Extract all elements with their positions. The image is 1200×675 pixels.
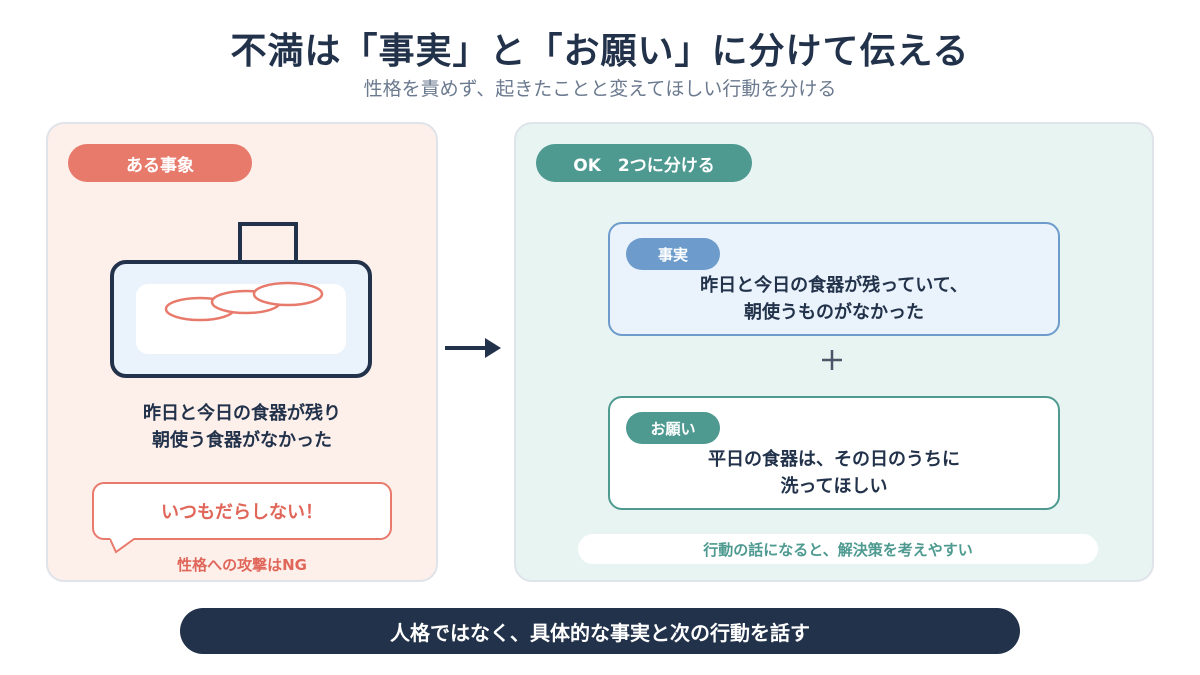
fact-tag: 事実 (626, 238, 720, 270)
warning-note: 性格への攻撃はNG (177, 556, 307, 574)
request-tag: お願い (626, 412, 720, 444)
speech-bubble-tail (110, 538, 135, 554)
request-text-line1: 平日の食器は、その日のうちに (708, 449, 960, 470)
event-panel: ある事象 昨日と今日の食器が残り 朝使う食器がなかった いつもだらしない！ 性格… (46, 122, 438, 582)
fact-text: 昨日と今日の食器が残っていて、 朝使うものがなかった (610, 272, 1058, 326)
summary-bar: 人格ではなく、具体的な事実と次の行動を話す (180, 608, 1020, 654)
bad-remark-bubble: いつもだらしない！ (92, 482, 392, 540)
split-label: OK 2つに分ける (536, 144, 752, 182)
request-text-line2: 洗ってほしい (780, 476, 888, 497)
request-card: お願い 平日の食器は、その日のうちに 洗ってほしい (608, 396, 1060, 510)
event-description: 昨日と今日の食器が残り 朝使う食器がなかった (48, 400, 436, 454)
event-description-line2: 朝使う食器がなかった (152, 430, 332, 451)
hint-bar: 行動の話になると、解決策を考えやすい (578, 534, 1098, 564)
split-panel: OK 2つに分ける 事実 昨日と今日の食器が残っていて、 朝使うものがなかった … (514, 122, 1154, 582)
plus-icon (822, 350, 842, 370)
fact-card: 事実 昨日と今日の食器が残っていて、 朝使うものがなかった (608, 222, 1060, 336)
request-text: 平日の食器は、その日のうちに 洗ってほしい (610, 446, 1058, 500)
event-label: ある事象 (68, 144, 252, 182)
fact-text-line1: 昨日と今日の食器が残っていて、 (700, 275, 968, 296)
page-subtitle: 性格を責めず、起きたことと変えてほしい行動を分ける (363, 78, 837, 100)
event-description-line1: 昨日と今日の食器が残り (143, 403, 341, 424)
fact-text-line2: 朝使うものがなかった (744, 302, 924, 323)
sink-with-dishes-icon (110, 222, 372, 378)
arrow-right-icon (445, 338, 501, 358)
page-title: 不満は「事実」と「お願い」に分けて伝える (230, 31, 970, 72)
